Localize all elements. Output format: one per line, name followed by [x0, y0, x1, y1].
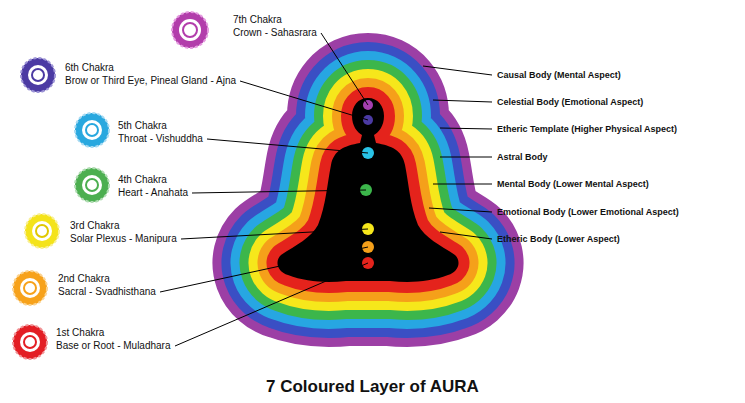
aura-layer [277, 98, 458, 282]
chakra-number: 4th Chakra [118, 174, 167, 186]
icon-ring [32, 69, 44, 81]
chakra-icon [13, 271, 47, 305]
leader-line [321, 33, 368, 105]
icon-ring [86, 179, 98, 191]
chakra-name: Sacral - Svadhisthana [58, 286, 156, 298]
aura-layers [277, 98, 458, 282]
aura-layer [277, 98, 458, 282]
icon-petals [13, 325, 47, 359]
leader-line [440, 128, 492, 129]
icon-center [20, 278, 40, 298]
aura-body-label: Mental Body (Lower Mental Aspect) [497, 178, 649, 190]
icon-ring [36, 225, 48, 237]
chakra-icon [75, 168, 109, 202]
chakra-number: 5th Chakra [118, 120, 167, 132]
leader-line [423, 66, 492, 75]
leader-line [192, 190, 366, 193]
aura-body-label: Emotional Body (Lower Emotional Aspect) [497, 206, 679, 218]
chakra-icons [13, 12, 208, 359]
chakra-number: 6th Chakra [65, 62, 114, 74]
chakra-number: 7th Chakra [233, 14, 282, 26]
chakra-number: 3rd Chakra [70, 220, 119, 232]
chakra-icon [75, 113, 109, 147]
aura-layer [277, 98, 458, 282]
icon-petals [25, 214, 59, 248]
leader-line [240, 81, 368, 120]
icon-center [28, 65, 48, 85]
chakra-icon [13, 325, 47, 359]
aura-body-label: Causal Body (Mental Aspect) [497, 69, 621, 81]
icon-ring [183, 23, 197, 37]
icon-petals [75, 168, 109, 202]
chakra-dots [360, 100, 374, 269]
icon-petals [172, 12, 208, 48]
aura-layer [277, 98, 458, 282]
icon-petals [75, 113, 109, 147]
leader-line [433, 184, 492, 185]
icon-center [82, 120, 102, 140]
leader-line [160, 247, 368, 292]
icon-center [32, 221, 52, 241]
aura-layer [277, 98, 458, 282]
chakra-number: 1st Chakra [56, 327, 104, 339]
icon-petals [21, 58, 55, 92]
chakra-icon [172, 12, 208, 48]
icon-center [82, 175, 102, 195]
leader-line [181, 229, 368, 239]
chakra-name: Crown - Sahasrara [233, 27, 317, 39]
icon-center [179, 19, 201, 41]
aura-body-label: Etheric Template (Higher Physical Aspect… [497, 123, 677, 135]
leader-line [429, 208, 492, 212]
chakra-name: Heart - Anahata [118, 187, 188, 199]
chakra-name: Throat - Vishuddha [118, 133, 203, 145]
leader-line [175, 263, 368, 346]
icon-ring [24, 282, 36, 294]
chakra-name: Solar Plexus - Manipura [70, 233, 177, 245]
icon-ring [24, 336, 36, 348]
diagram-title: 7 Coloured Layer of AURA [266, 377, 479, 397]
chakra-name: Brow or Third Eye, Pineal Gland - Ajna [65, 75, 236, 87]
chakra-icon [21, 58, 55, 92]
icon-ring [86, 124, 98, 136]
aura-layer [277, 98, 458, 282]
aura-body-label: Celestial Body (Emotional Aspect) [497, 96, 643, 108]
chakra-icon [25, 214, 59, 248]
chakra-number: 2nd Chakra [58, 273, 110, 285]
icon-petals [13, 271, 47, 305]
aura-body-label: Etheric Body (Lower Aspect) [497, 233, 620, 245]
chakra-name: Base or Root - Muladhara [56, 340, 171, 352]
meditating-figure [277, 98, 458, 282]
aura-layer [277, 98, 458, 282]
leader-line [433, 100, 492, 102]
leader-line [440, 157, 492, 158]
leader-line [440, 232, 492, 239]
leader-line [207, 139, 368, 153]
aura-body-label: Astral Body [497, 151, 548, 163]
icon-center [20, 332, 40, 352]
